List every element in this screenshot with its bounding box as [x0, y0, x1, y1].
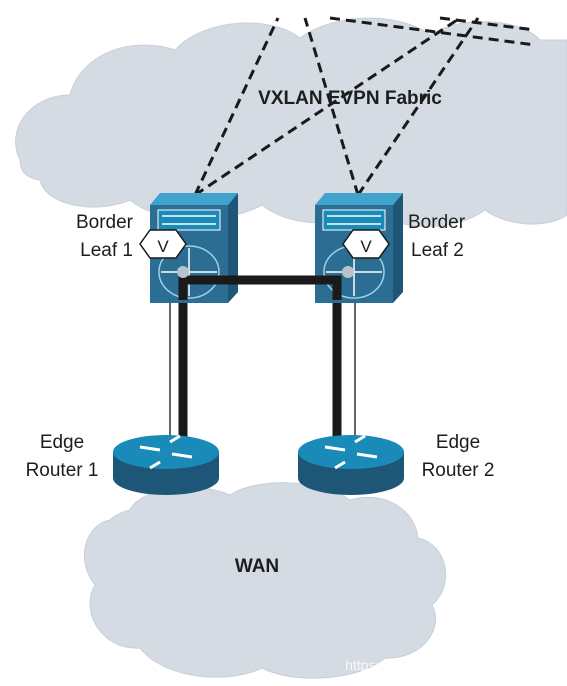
edge-router-1-label-line2: Router 1 — [26, 460, 99, 481]
border-leaf-2-label-line2: Leaf 2 — [411, 240, 464, 261]
edge-router-2-label-line1: Edge — [436, 432, 480, 453]
fabric-uplinks — [193, 16, 536, 197]
border-leaf-2-label-line1: Border — [408, 212, 466, 233]
fabric-label: VXLAN EVPN Fabric — [258, 88, 442, 109]
wan-label: WAN — [235, 556, 279, 577]
edge-links — [169, 300, 356, 445]
watermark: https://blog.csdn.net/qq_43691045 — [345, 657, 560, 673]
edge-router-1-router-icon — [113, 434, 219, 495]
edge-router-2-label-line2: Router 2 — [422, 460, 495, 481]
port-dot-leaf2 — [342, 266, 354, 278]
vpc-peer-link — [178, 275, 342, 445]
vpc-peer-link-overlay — [178, 275, 342, 300]
vpc-symbol-leaf2: V — [360, 237, 372, 256]
port-dot-leaf1 — [177, 266, 189, 278]
vpc-v-icon-leaf1: V — [139, 229, 187, 259]
border-leaf-1-label-line2: Leaf 1 — [80, 240, 133, 261]
vpc-v-icon-leaf2: V — [342, 229, 390, 259]
uplink-leaf2-a — [303, 17, 360, 196]
uplink-leaf1-a — [193, 17, 280, 196]
fabric-cloud-icon — [15, 17, 567, 227]
uplink-leaf1-b — [194, 16, 461, 197]
uplink-top-a — [329, 16, 536, 47]
border-leaf-1-label-line1: Border — [76, 212, 134, 233]
wan-cloud-icon — [83, 482, 447, 679]
vpc-symbol-leaf1: V — [157, 237, 169, 256]
uplink-leaf2-b — [356, 17, 480, 196]
edge-router-1-label-line1: Edge — [40, 432, 84, 453]
edge-router-2-router-icon — [298, 434, 404, 495]
